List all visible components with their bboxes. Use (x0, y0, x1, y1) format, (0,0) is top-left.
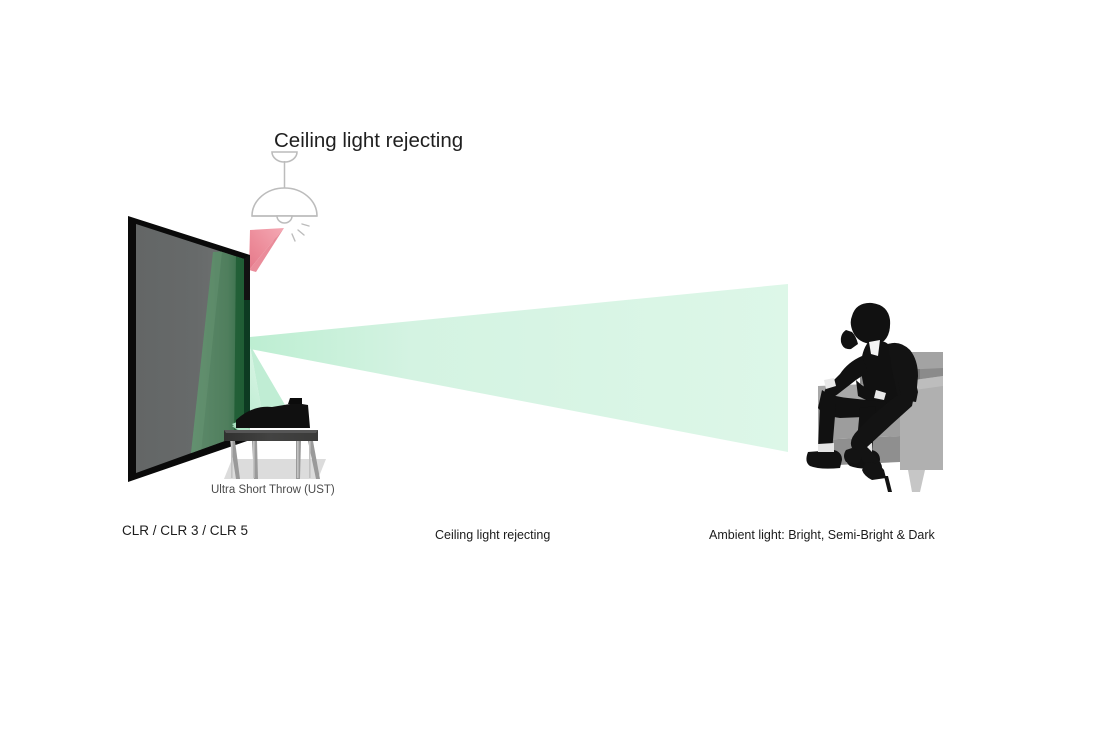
label-ceiling-light-rejecting-center: Ceiling light rejecting (435, 528, 551, 542)
label-ambient-light: Ambient light: Bright, Semi-Bright & Dar… (709, 528, 935, 542)
projection-screen-icon (128, 216, 250, 482)
seated-viewers-icon (806, 302, 943, 492)
ceiling-light-beam-icon (249, 228, 284, 272)
label-ultra-short-throw: Ultra Short Throw (UST) (211, 484, 335, 496)
ust-projector-icon (224, 398, 326, 479)
viewer-woman-silhouette-icon (844, 342, 918, 492)
table-leg-highlights-icon (231, 441, 311, 478)
viewing-cone-icon (250, 284, 788, 452)
ceiling-lamp-icon (251, 151, 318, 242)
page-title: Ceiling light rejecting (274, 129, 464, 152)
label-clr-models: CLR / CLR 3 / CLR 5 (122, 523, 249, 538)
